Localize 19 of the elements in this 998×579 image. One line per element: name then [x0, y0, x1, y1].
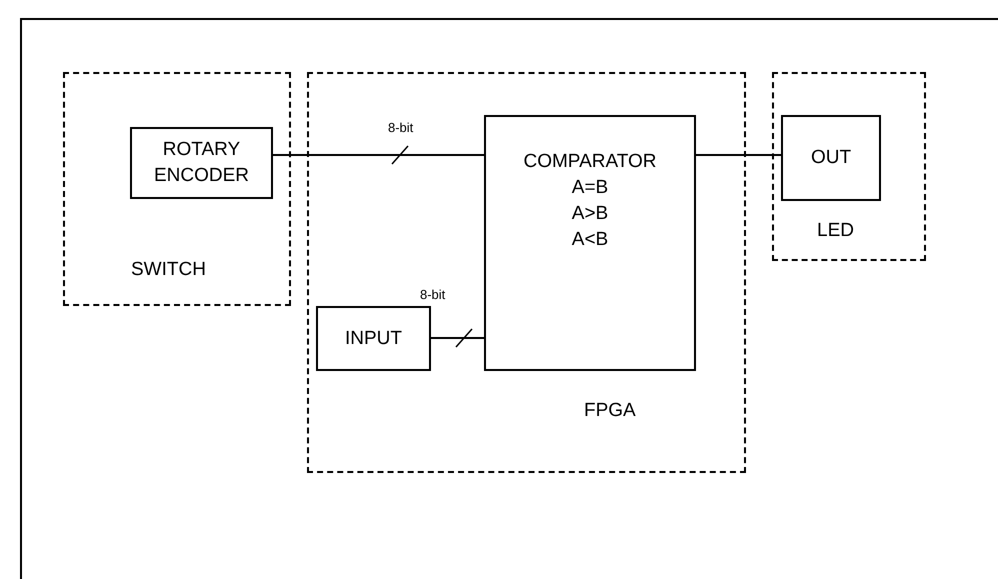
edge-label: 8-bit — [388, 120, 414, 135]
dashed-boundary — [63, 72, 291, 306]
group-label: SWITCH — [131, 259, 206, 281]
group-label: FPGA — [584, 400, 636, 422]
block-box — [130, 127, 273, 199]
block-label: A<B — [572, 228, 608, 252]
block-label: COMPARATOR — [523, 150, 656, 174]
block-box — [316, 306, 431, 371]
dashed-boundary — [772, 72, 926, 261]
block-box — [484, 115, 696, 371]
block-box — [781, 115, 881, 201]
block-label: INPUT — [345, 326, 402, 350]
block-label: A>B — [572, 202, 608, 226]
block-label: A=B — [572, 176, 608, 200]
group-label: LED — [817, 220, 854, 242]
dashed-boundary — [307, 72, 746, 473]
edge-label: 8-bit — [420, 287, 446, 302]
block-label: OUT — [810, 146, 852, 170]
block-label: ROTARY ENCODER — [152, 138, 250, 188]
